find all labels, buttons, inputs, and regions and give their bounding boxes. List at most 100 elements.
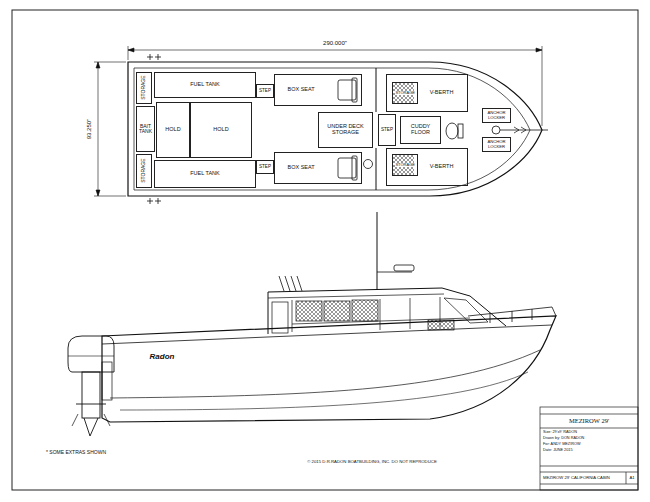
outboard-motor <box>102 362 112 400</box>
antenna-mast <box>377 212 378 290</box>
outboard-motor <box>68 336 114 436</box>
dimension-line <box>94 46 542 196</box>
compartment-label: HOLD <box>165 127 181 133</box>
hold-box: HOLD <box>190 102 252 158</box>
bow-rail <box>468 307 556 323</box>
rod-holder <box>279 276 302 291</box>
helm-chair <box>352 156 357 180</box>
dimension-line <box>128 50 542 51</box>
dimension-line <box>542 46 543 126</box>
dimension-text: 93.250" <box>86 119 92 139</box>
fuel-tank-box: FUEL TANK <box>154 72 256 98</box>
compartment-label: FUEL TANK <box>190 171 221 177</box>
compartment-label: FUEL TANK <box>190 82 221 88</box>
gunwale-line <box>134 68 530 190</box>
copyright-note: © 2015 D.R.RADON BOATBUILDING, INC. DO N… <box>307 460 437 464</box>
hull-plan-outline <box>128 62 542 196</box>
compartment-label: V-BERTH <box>429 90 454 96</box>
helm-chair <box>338 158 356 178</box>
berth-box: V-BERTHSTORAGE <box>386 148 468 186</box>
cabin-window <box>292 297 488 332</box>
title-block-field: Drawn by: DON RADON <box>543 437 584 441</box>
seat-box: BOX SEAT <box>274 152 362 184</box>
dimension-line <box>128 46 129 60</box>
outboard-motor <box>76 404 106 405</box>
storage-box: STORAGE <box>136 154 152 188</box>
radar-arch <box>377 272 412 273</box>
compartment-label: UNDER DECK STORAGE <box>320 124 371 136</box>
title-block-field: Date: JUNE 2015 <box>543 449 573 453</box>
cabin-window <box>428 320 454 330</box>
toilet-symbol <box>458 124 463 138</box>
hull-profile <box>102 316 556 422</box>
compartment-label: STEP <box>381 128 394 133</box>
title-block-field: Size: 29'x9' RADON <box>543 431 577 435</box>
compartment-label: CUDDY FLOOR <box>402 124 439 136</box>
compartment-label: STORAGE <box>395 91 416 95</box>
storage-box: STORAGE <box>136 72 152 104</box>
seat-box: BOX SEAT <box>274 74 362 106</box>
cabin-window <box>352 300 378 321</box>
floor-box: CUDDY FLOOR <box>400 116 441 144</box>
dimension-line <box>128 48 542 52</box>
compartment-label: ANCHOR LOCKER <box>484 140 509 149</box>
sheet-number: A1 <box>629 476 634 480</box>
storage-box: STORAGE <box>392 154 418 176</box>
helm-chair <box>352 78 357 102</box>
dimension-line <box>94 196 126 197</box>
compartment-label: BAIT TANK <box>138 124 153 135</box>
bulkhead-line <box>376 148 377 190</box>
step-box: STEP <box>256 160 274 174</box>
cleat-symbol <box>147 198 161 204</box>
cabin-door <box>272 302 288 333</box>
compartment-label: STORAGE <box>141 158 146 183</box>
brand-logo: Radon <box>150 353 175 361</box>
dimension-text: 290.000" <box>323 40 347 46</box>
bow-rail <box>490 309 532 323</box>
title-block <box>540 407 638 490</box>
outboard-motor <box>68 336 114 372</box>
toilet-symbol <box>446 123 463 139</box>
anchor-hawse <box>492 126 500 134</box>
outboard-motor <box>82 372 100 418</box>
plan-view <box>94 46 548 204</box>
compartment-label: STEP <box>259 165 272 170</box>
berth-box: V-BERTH STORAGE <box>386 74 468 112</box>
note-text: * SOME EXTRAS SHOWN <box>46 450 106 455</box>
cabin-outline <box>268 288 506 334</box>
compartment-label: BOX SEAT <box>287 87 315 93</box>
steering-wheel <box>364 160 373 169</box>
title-block-field: MEZIROW 29' CALIFORNIA CABIN <box>543 476 610 480</box>
dimension-line <box>94 62 126 63</box>
cabin-window <box>324 301 350 321</box>
title-block-field: For: ANDY MEZIROW <box>543 443 580 447</box>
title-block <box>540 414 638 415</box>
compartment-label: BOX SEAT <box>287 165 315 171</box>
anchor-roller <box>514 127 526 133</box>
fuel-tank-box: FUEL TANK <box>154 160 256 188</box>
title-block <box>540 472 638 473</box>
rub-rail <box>102 325 552 344</box>
bulkhead-line <box>376 68 377 112</box>
cabin-window <box>292 297 470 332</box>
helm-chair <box>338 80 356 100</box>
storage-box: STORAGE <box>392 82 418 104</box>
outboard-motor <box>72 414 110 426</box>
profile-view <box>68 212 556 436</box>
locker-box: ANCHOR LOCKER <box>482 108 511 123</box>
locker-box: ANCHOR LOCKER <box>482 137 511 152</box>
hold-box: HOLD <box>156 102 190 158</box>
step-box: STEP <box>256 84 274 98</box>
strake-line <box>120 372 528 410</box>
title-block <box>540 484 638 485</box>
cleat-symbol <box>147 54 161 60</box>
title-block <box>540 466 638 467</box>
tank-box: BAIT TANK <box>136 106 155 152</box>
chine-line <box>110 350 540 398</box>
storage-box: UNDER DECK STORAGE <box>318 112 373 148</box>
rod-holder <box>279 276 302 291</box>
outboard-motor <box>84 418 98 436</box>
